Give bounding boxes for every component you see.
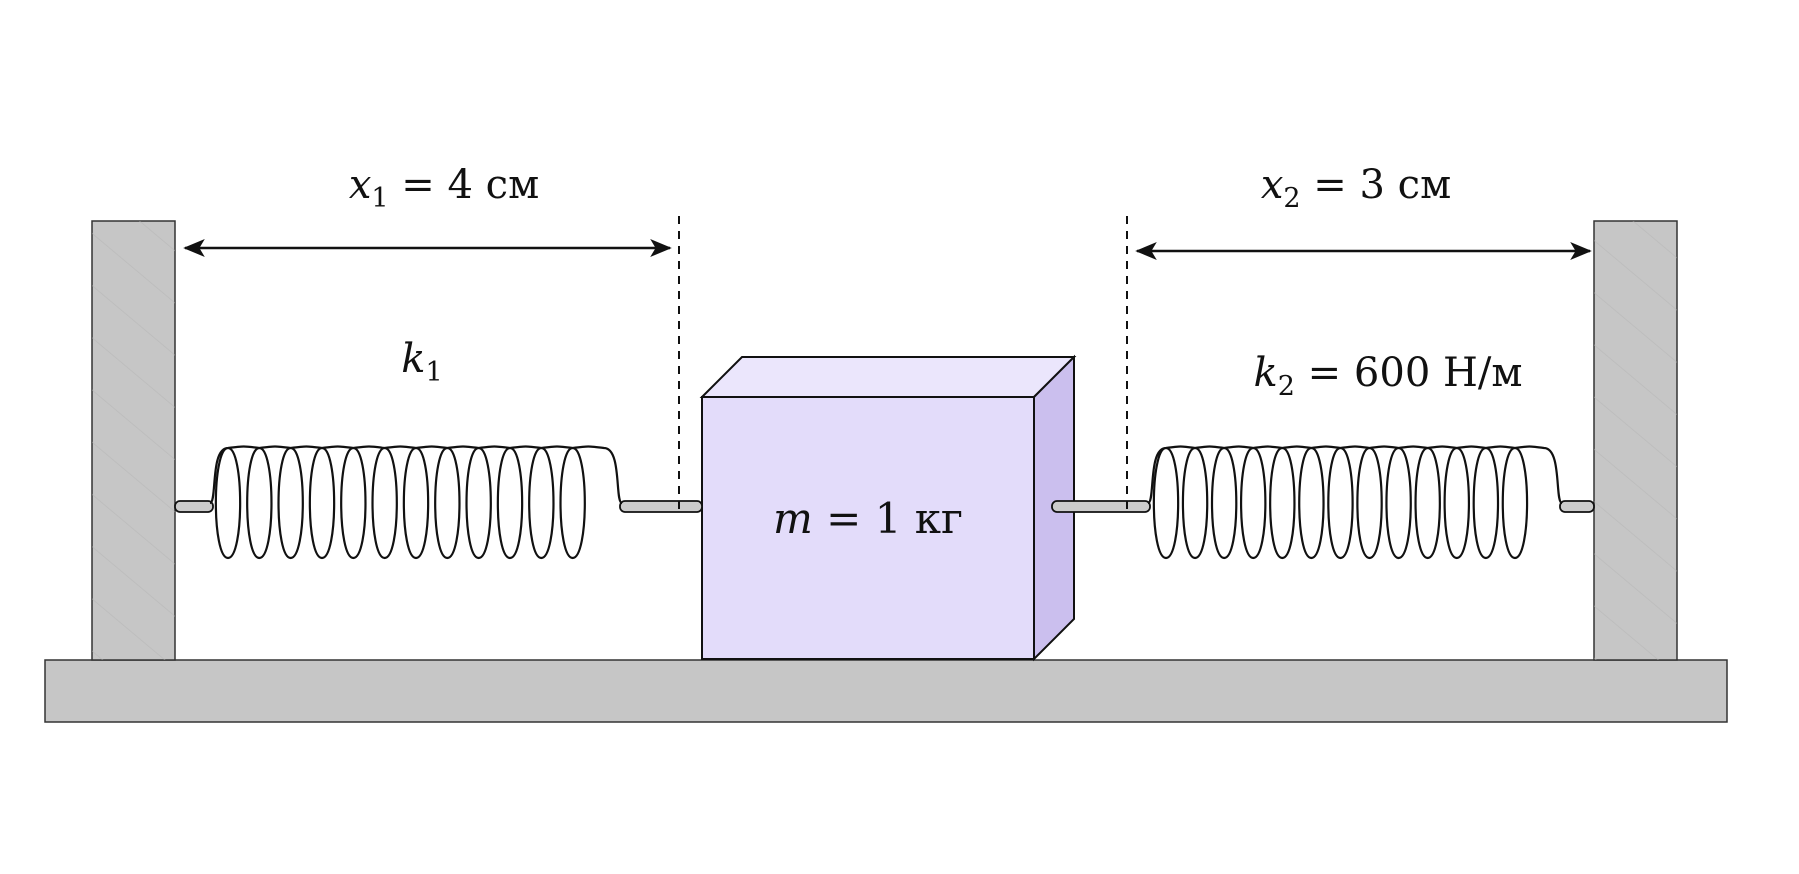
floor-base [44, 659, 1728, 723]
right-wall [1593, 220, 1678, 661]
x1-label: x1 = 4 см [349, 162, 539, 214]
left-spring [208, 445, 624, 560]
right-block-rod [1051, 500, 1151, 513]
mass-block [699, 354, 1077, 662]
k1-label: k1 [401, 336, 442, 388]
right-wall-rod [1559, 500, 1595, 513]
left-wall-rod [174, 500, 214, 513]
k2-label: k2 = 600 Н/м [1254, 350, 1523, 402]
left-block-rod [619, 500, 703, 513]
block-front-face [701, 396, 1035, 660]
mass-label: m = 1 кг [773, 494, 963, 543]
right-spring [1146, 445, 1564, 560]
left-wall [91, 220, 176, 661]
block-top-face [699, 356, 1077, 398]
x2-label: x2 = 3 см [1261, 162, 1451, 214]
